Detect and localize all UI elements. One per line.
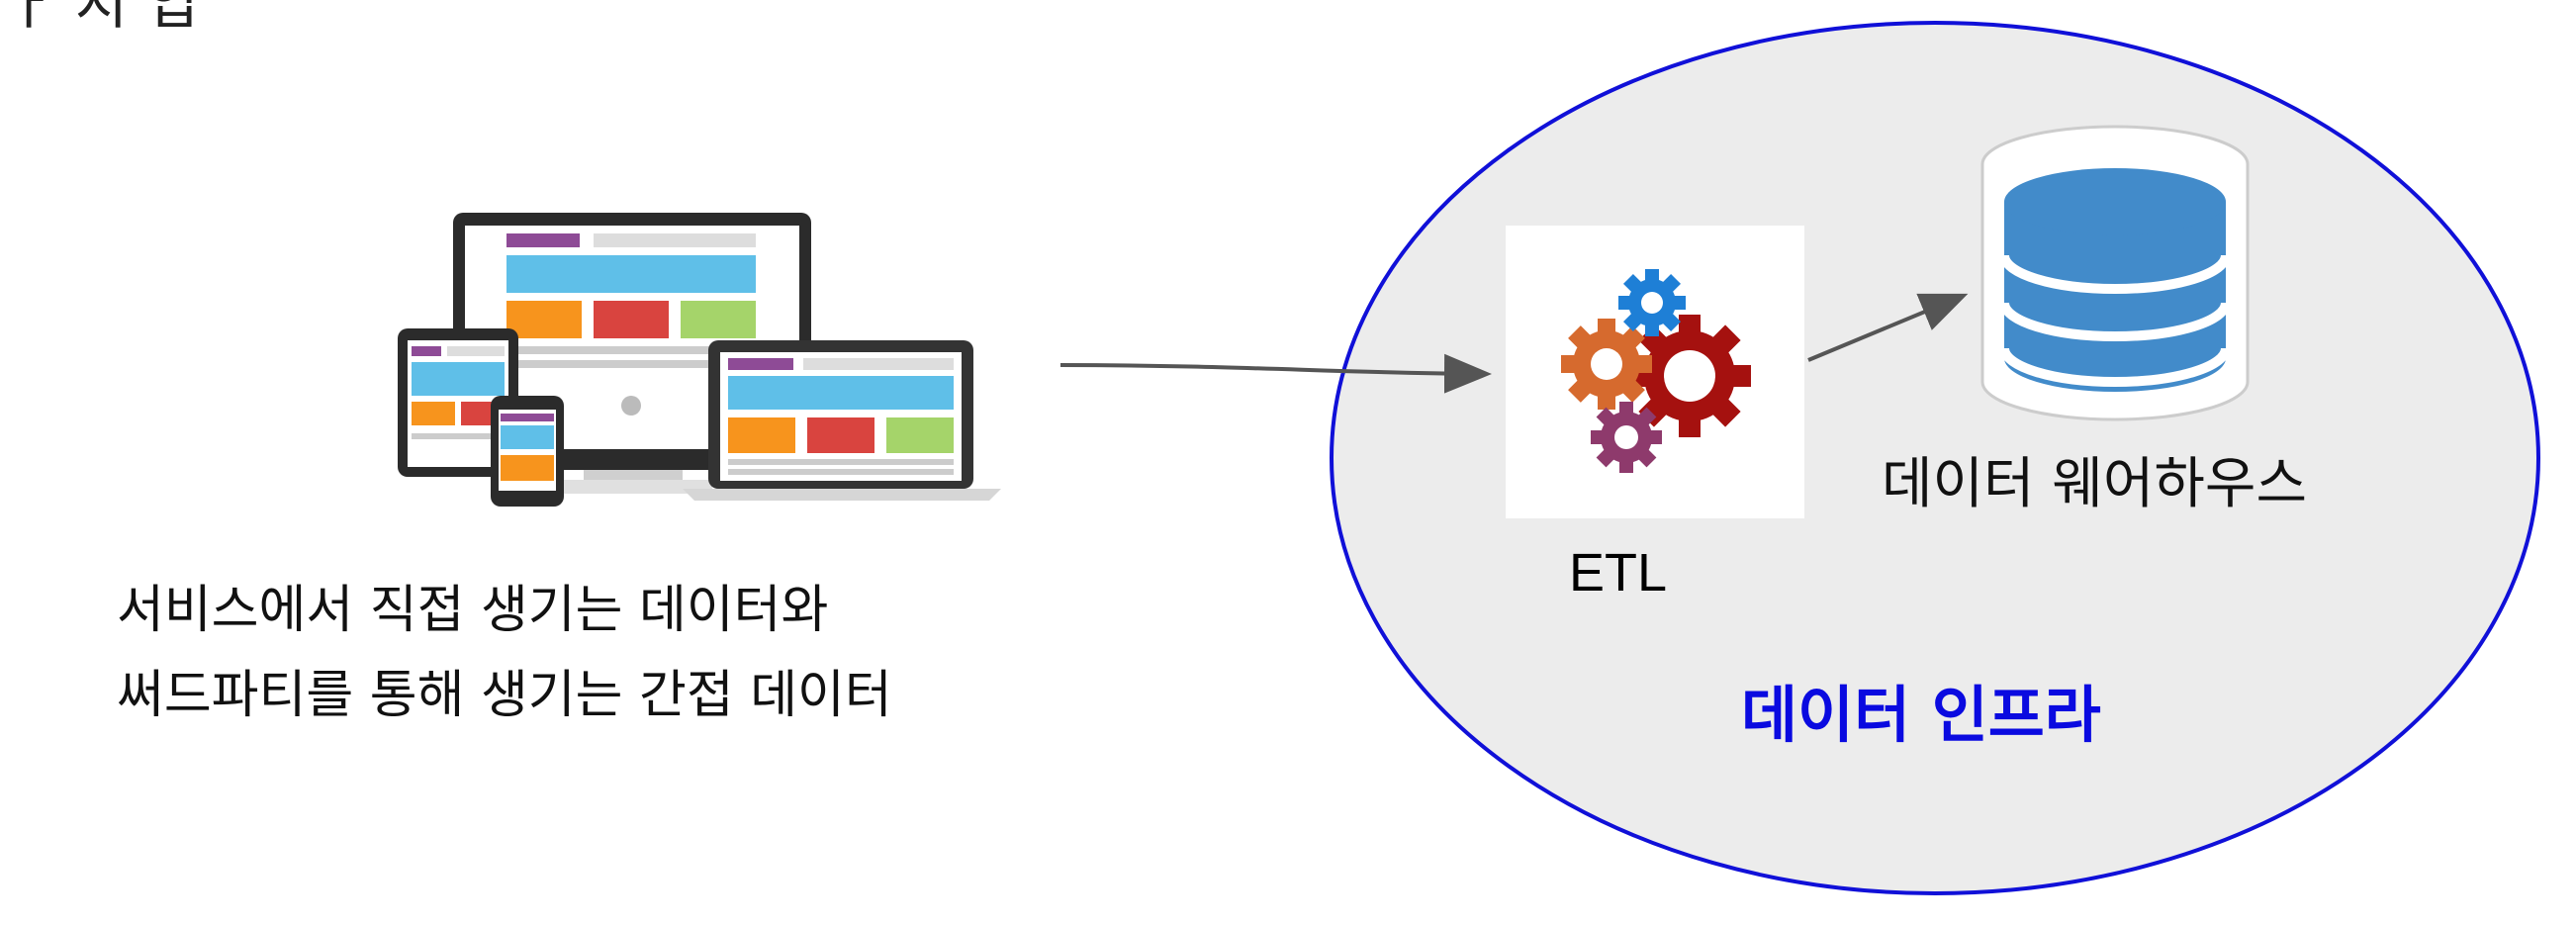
database-icon: [1980, 125, 2250, 421]
source-caption-line2: 써드파티를 통해 생기는 간접 데이터: [117, 666, 892, 725]
source-to-etl-arrow: [1059, 353, 1492, 394]
source-caption: 서비스에서 직접 생기는 데이터와 써드파티를 통해 생기는 간접 데이터: [117, 568, 892, 738]
page-title-fragment: ㅏ 지 입: [4, 0, 199, 37]
gears-icon: [1561, 269, 1751, 473]
data-infra-label: 데이터 인프라: [1741, 679, 2101, 751]
source-caption-line1: 서비스에서 직접 생기는 데이터와: [117, 581, 829, 640]
data-warehouse-label: 데이터 웨어하우스: [1882, 452, 2307, 516]
etl-to-warehouse-arrow: [1807, 293, 1969, 362]
etl-label: ETL: [1569, 543, 1668, 602]
devices-icon: [398, 213, 1001, 507]
